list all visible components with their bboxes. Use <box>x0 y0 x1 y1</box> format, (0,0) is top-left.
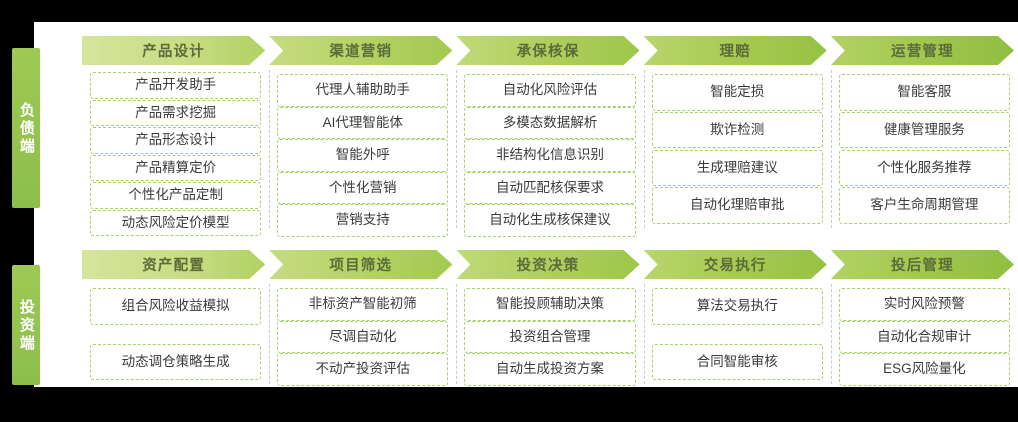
side-label-investment-text: 投资端 <box>17 299 35 353</box>
capability-chip[interactable]: 尽调自动化 <box>277 320 449 353</box>
capability-chip[interactable]: 组合风险收益模拟 <box>90 288 262 325</box>
capability-chip[interactable]: 代理人辅助助手 <box>277 74 449 107</box>
stage-header-investment-decision[interactable]: 投资决策 <box>456 250 639 279</box>
side-label-investment: 投资端 <box>12 265 40 385</box>
stage-column-investment-decision: 智能投顾辅助决策 投资组合管理 自动生成投资方案 <box>456 284 643 386</box>
stage-column-operations: 智能客服 健康管理服务 个性化服务推荐 客户生命周期管理 <box>830 70 1018 230</box>
stage-header-label: 资产配置 <box>142 258 205 274</box>
stage-header-claims[interactable]: 理赔 <box>644 36 827 65</box>
stage-header-post-investment[interactable]: 投后管理 <box>831 250 1014 279</box>
capability-chip[interactable]: 动态调仓策略生成 <box>90 343 262 380</box>
capability-chip[interactable]: 生成理赔建议 <box>651 149 823 187</box>
stage-header-label: 交易执行 <box>703 258 767 274</box>
stage-columns-investment: 组合风险收益模拟 动态调仓策略生成 非标资产智能初筛 尽调自动化 不动产投资评估… <box>82 284 1018 386</box>
capability-chip[interactable]: 客户生命周期管理 <box>838 187 1011 224</box>
stage-header-label: 投后管理 <box>891 258 954 274</box>
stage-column-product-design: 产品开发助手 产品需求挖掘 产品形态设计 产品精算定价 个性化产品定制 动态风险… <box>82 72 269 236</box>
capability-chip[interactable]: 欺诈检测 <box>651 111 823 149</box>
capability-chip[interactable]: AI代理智能体 <box>277 106 449 139</box>
stage-header-asset-allocation[interactable]: 资产配置 <box>82 250 265 279</box>
stage-columns-liability: 产品开发助手 产品需求挖掘 产品形态设计 产品精算定价 个性化产品定制 动态风险… <box>82 70 1018 237</box>
capability-chip[interactable]: 个性化产品定制 <box>90 182 262 209</box>
stage-column-post-investment: 实时风险预警 自动化合规审计 ESG风险量化 <box>830 284 1018 386</box>
capability-chip[interactable]: 个性化服务推荐 <box>838 149 1011 187</box>
capability-chip[interactable]: 自动化生成核保建议 <box>464 204 636 237</box>
stage-header-label: 产品设计 <box>142 44 205 60</box>
stage-header-channel-marketing[interactable]: 渠道营销 <box>269 36 452 65</box>
capability-chip[interactable]: 实时风险预警 <box>838 288 1011 321</box>
capability-chip[interactable]: 营销支持 <box>277 204 449 237</box>
capability-chip[interactable]: 算法交易执行 <box>651 288 823 325</box>
capability-chip[interactable]: 自动化风险评估 <box>464 74 636 107</box>
stage-header-label: 投资决策 <box>516 258 580 274</box>
capability-chip[interactable]: 产品开发助手 <box>90 72 262 99</box>
stage-column-claims: 智能定损 欺诈检测 生成理赔建议 自动化理赔审批 <box>643 70 831 230</box>
stage-column-underwriting: 自动化风险评估 多模态数据解析 非结构化信息识别 自动匹配核保要求 自动化生成核… <box>456 70 643 237</box>
stage-column-project-screening: 非标资产智能初筛 尽调自动化 不动产投资评估 <box>269 284 456 386</box>
capability-chip[interactable]: 不动产投资评估 <box>277 353 449 386</box>
capability-chip[interactable]: 产品形态设计 <box>90 127 262 154</box>
clipped-caption <box>110 383 350 390</box>
capability-chip[interactable]: 产品需求挖掘 <box>90 99 262 126</box>
stage-header-label: 渠道营销 <box>329 44 393 60</box>
arrow-header-row-liability: 产品设计 渠道营销 承保核保 理赔 运营管理 <box>82 36 1018 65</box>
capability-chip[interactable]: 产品精算定价 <box>90 154 262 181</box>
capability-chip[interactable]: 自动化合规审计 <box>838 320 1011 353</box>
stage-header-underwriting[interactable]: 承保核保 <box>456 36 639 65</box>
capability-chip[interactable]: 投资组合管理 <box>464 320 636 353</box>
capability-chip[interactable]: 智能外呼 <box>277 139 449 172</box>
stage-header-label: 项目筛选 <box>329 258 393 274</box>
stage-header-label: 运营管理 <box>891 44 954 60</box>
capability-chip[interactable]: 自动匹配核保要求 <box>464 171 636 204</box>
capability-chip[interactable]: 动态风险定价模型 <box>90 209 262 236</box>
capability-chip[interactable]: 自动生成投资方案 <box>464 353 636 386</box>
side-label-liability-text: 负债端 <box>17 102 35 156</box>
capability-chip[interactable]: 健康管理服务 <box>838 111 1011 149</box>
stage-header-product-design[interactable]: 产品设计 <box>82 36 265 65</box>
capability-chip[interactable]: 个性化营销 <box>277 171 449 204</box>
capability-chip[interactable]: 智能客服 <box>838 74 1011 111</box>
capability-chip[interactable]: 智能定损 <box>651 74 823 111</box>
arrow-header-row-investment: 资产配置 项目筛选 投资决策 交易执行 投后管理 <box>82 250 1018 279</box>
stage-header-operations[interactable]: 运营管理 <box>831 36 1014 65</box>
stage-header-label: 承保核保 <box>516 44 580 60</box>
stage-column-asset-allocation: 组合风险收益模拟 动态调仓策略生成 <box>82 286 269 386</box>
stage-header-trade-execution[interactable]: 交易执行 <box>644 250 827 279</box>
capability-chip[interactable]: 非标资产智能初筛 <box>277 288 449 321</box>
capability-chip[interactable]: 合同智能审核 <box>651 343 823 380</box>
capability-chip[interactable]: 自动化理赔审批 <box>651 187 823 224</box>
stage-header-project-screening[interactable]: 项目筛选 <box>269 250 452 279</box>
side-label-liability: 负债端 <box>12 48 40 208</box>
capability-chip[interactable]: 智能投顾辅助决策 <box>464 288 636 321</box>
stage-header-label: 理赔 <box>719 44 751 60</box>
stage-column-trade-execution: 算法交易执行 合同智能审核 <box>643 284 831 386</box>
stage-column-channel-marketing: 代理人辅助助手 AI代理智能体 智能外呼 个性化营销 营销支持 <box>269 70 456 237</box>
capability-chip[interactable]: 非结构化信息识别 <box>464 139 636 172</box>
capability-chip[interactable]: ESG风险量化 <box>838 353 1011 386</box>
capability-chip[interactable]: 多模态数据解析 <box>464 106 636 139</box>
